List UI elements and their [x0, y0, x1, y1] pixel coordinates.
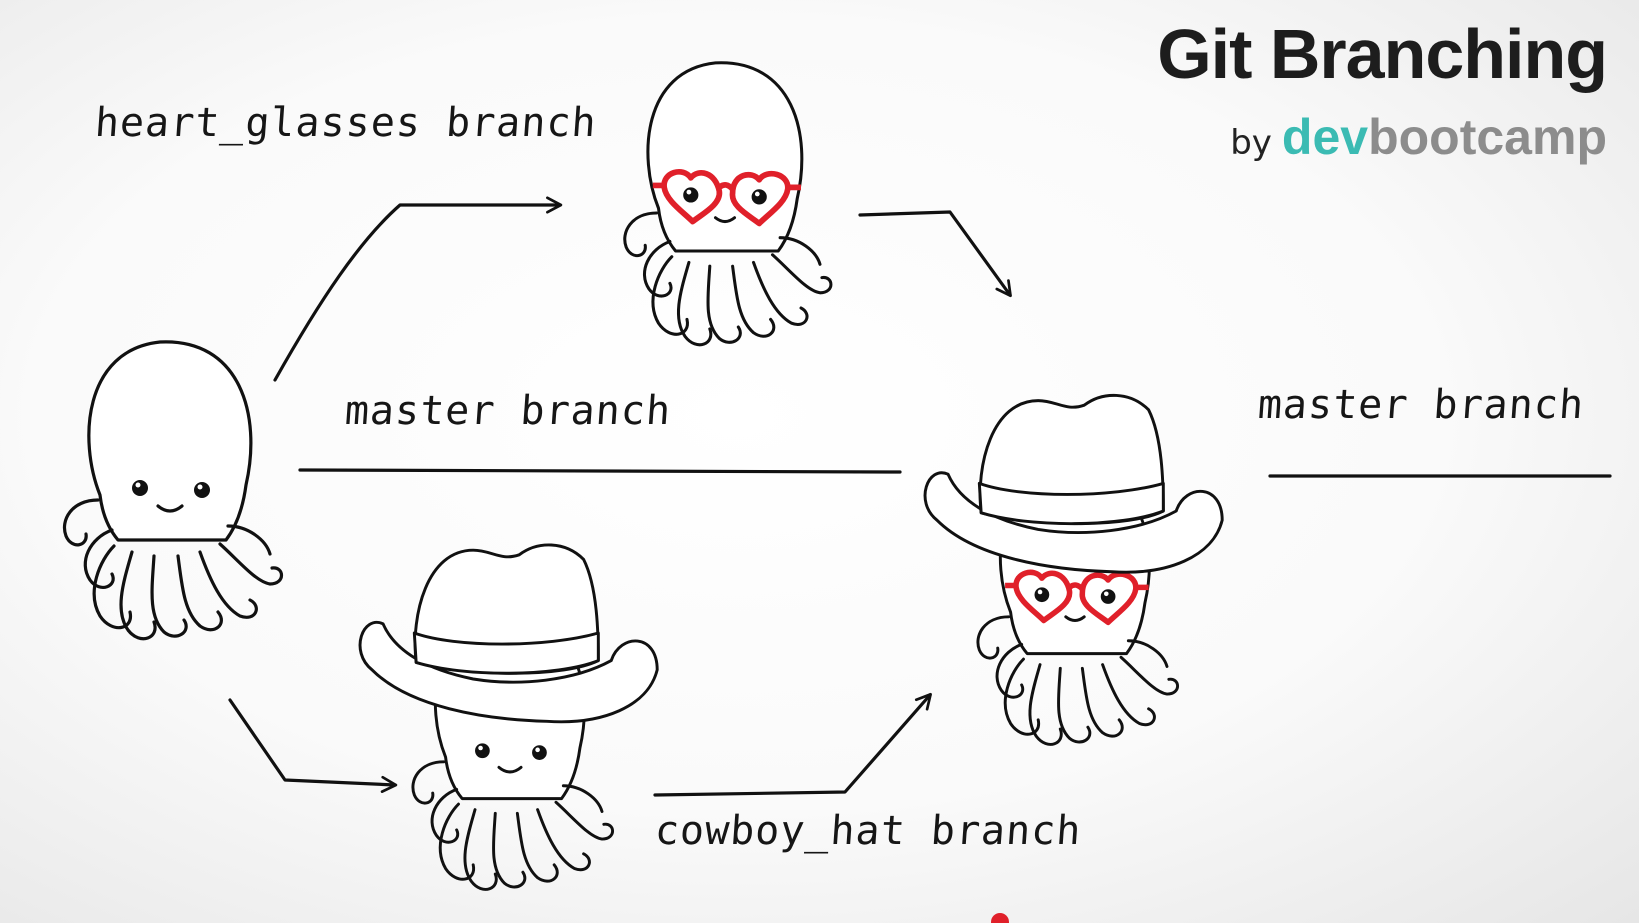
octopus-cowboy-hat-heart-glasses	[923, 393, 1224, 746]
page-title: Git Branching	[1157, 15, 1608, 93]
label-master-branch-right: master branch	[1256, 382, 1586, 428]
progress-marker	[991, 913, 1009, 923]
cowboy-hat-icon	[923, 393, 1224, 574]
arrow-heart-glasses-to-merge	[858, 210, 1012, 298]
label-heart-glasses-branch: heart_glasses branch	[93, 100, 599, 146]
brand-logo-bootcamp: bootcamp	[1368, 109, 1607, 165]
octopus-heart-glasses	[623, 61, 833, 347]
arrow-cowboy-hat-to-merge	[653, 692, 932, 797]
brand-logo-dev: dev	[1281, 109, 1369, 165]
byline-by: by	[1230, 123, 1272, 163]
octopus-plain	[62, 340, 284, 641]
label-cowboy-hat-branch: cowboy_hat branch	[653, 808, 1084, 854]
octopus-cowboy-hat	[358, 543, 659, 891]
arrow-to-heart-glasses	[273, 196, 563, 382]
cowboy-hat-icon	[358, 543, 659, 724]
arrow-to-cowboy-hat	[228, 698, 398, 793]
master-line-left	[298, 468, 902, 474]
label-master-branch-left: master branch	[343, 388, 673, 434]
